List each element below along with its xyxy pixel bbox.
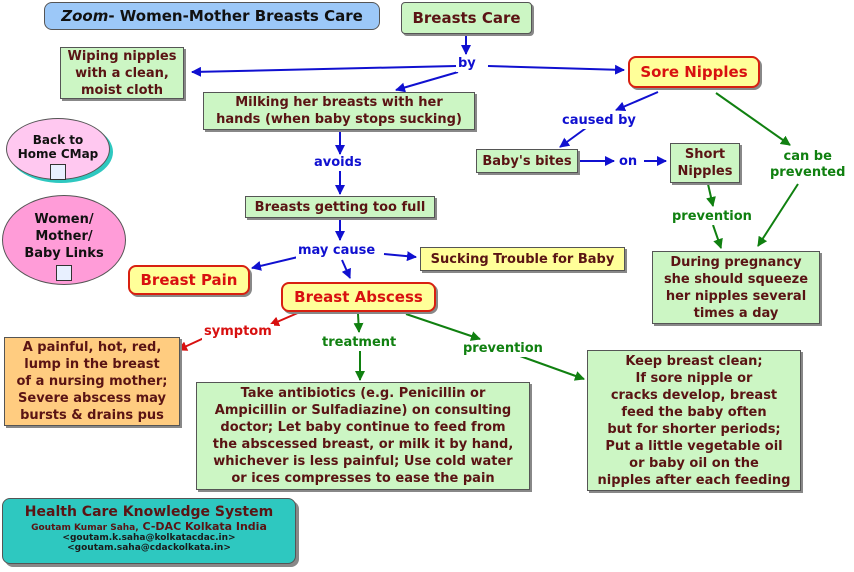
title-text: - Women-Mother Breasts Care [108,7,363,25]
node-antibiotics[interactable]: Take antibiotics (e.g. Penicillin or Amp… [196,382,530,490]
label-may-cause: may cause [296,243,378,259]
node-pregnancy[interactable]: During pregnancy she should squeeze her … [652,251,820,324]
node-breasts-care[interactable]: Breasts Care [401,2,532,34]
cmap-link-icon[interactable] [50,164,66,180]
node-breasts-full[interactable]: Breasts getting too full [245,196,435,218]
women-links-label: Women/ Mother/ Baby Links [24,212,104,261]
footer-title: Health Care Knowledge System [24,504,274,520]
footer-org: C-DAC Kolkata India [142,520,267,533]
label-avoids: avoids [312,155,364,171]
women-links[interactable]: Women/ Mother/ Baby Links [2,195,126,285]
footer-email-2[interactable]: <goutam.saha@cdackolkata.in> [67,543,231,553]
label-prevention-1: prevention [670,209,754,225]
footer-box: Health Care Knowledge System Goutam Kuma… [2,498,296,564]
back-home-label: Back to Home CMap [17,133,99,161]
node-short-nipples[interactable]: Short Nipples [670,143,740,183]
label-symptom: symptom [202,324,274,340]
title-italic: Zoom [61,7,109,25]
footer-email-1[interactable]: <goutam.k.saha@kolkatacdac.in> [62,533,236,543]
node-wiping[interactable]: Wiping nipples with a clean, moist cloth [60,47,184,99]
label-treatment: treatment [320,335,399,351]
footer-author-line: Goutam Kumar Saha, C-DAC Kolkata India [3,520,295,533]
node-milking[interactable]: Milking her breasts with her hands (when… [203,92,475,130]
node-breast-abscess[interactable]: Breast Abscess [281,282,436,312]
label-prevention-2: prevention [461,341,545,357]
label-by: by [456,56,478,72]
cmap-link-icon[interactable] [56,265,72,281]
node-sore-nipples[interactable]: Sore Nipples [628,56,760,88]
node-painful-lump[interactable]: A painful, hot, red, lump in the breast … [4,337,180,426]
label-can-be-prevented: can be prevented [768,149,848,181]
node-sucking-trouble[interactable]: Sucking Trouble for Baby [420,247,625,271]
page-title: Zoom- Women-Mother Breasts Care [44,2,380,30]
label-on: on [617,154,640,170]
back-home-link[interactable]: Back to Home CMap [6,118,110,180]
node-keep-clean[interactable]: Keep breast clean; If sore nipple or cra… [587,350,801,491]
node-babys-bites[interactable]: Baby's bites [476,149,578,173]
footer-author: Goutam Kumar Saha, [31,523,139,533]
node-breast-pain[interactable]: Breast Pain [128,265,250,295]
label-caused-by: caused by [560,113,638,129]
